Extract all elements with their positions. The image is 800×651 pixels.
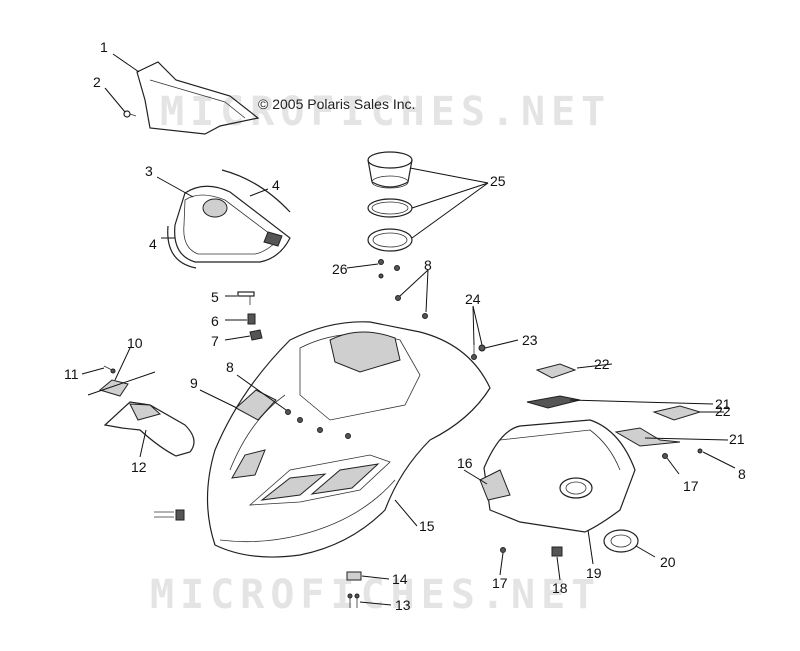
grommet-20-part: [603, 529, 639, 553]
spring-6-part: [247, 313, 256, 325]
callout-7: 7: [211, 333, 219, 349]
callout-19: 19: [586, 565, 602, 581]
bracket-14-part: [346, 571, 362, 581]
screw-8-upper-part: [395, 295, 428, 319]
callout-17-right: 17: [683, 478, 699, 494]
leader-lines: [81, 53, 736, 606]
callout-16: 16: [457, 455, 473, 471]
callout-11: 11: [64, 366, 79, 382]
fastener-5-part: [237, 291, 255, 305]
headlight-trim-lower-part: [167, 225, 197, 269]
callout-24: 24: [465, 291, 481, 307]
callout-23: 23: [522, 332, 538, 348]
callout-14: 14: [392, 571, 408, 587]
callout-13: 13: [395, 597, 411, 613]
clip-7-part: [249, 329, 263, 341]
hardware-lower-left-part: [154, 509, 185, 521]
screw-8-hood-part: [285, 409, 351, 439]
fastener-23-part: [478, 344, 486, 352]
callout-20: 20: [660, 554, 676, 570]
hardware-26a-part: [378, 259, 384, 265]
hardware-26b-part: [394, 265, 400, 271]
callout-15: 15: [419, 518, 435, 534]
side-panel-part: [479, 419, 636, 533]
hood-part: [206, 321, 491, 558]
callout-26: 26: [332, 261, 348, 277]
callout-3: 3: [145, 163, 153, 179]
screw-8-right-part: [697, 448, 703, 454]
vent-9-part: [235, 389, 277, 421]
callout-18: 18: [552, 580, 568, 596]
callout-4-upper: 4: [272, 177, 280, 193]
callout-4-lower: 4: [149, 236, 157, 252]
callout-17-lower: 17: [492, 575, 508, 591]
nut-17-part: [500, 547, 506, 553]
callout-25: 25: [490, 173, 506, 189]
callout-8-upper: 8: [424, 257, 432, 273]
nut-17-right-part: [662, 453, 668, 459]
callout-21-upper: 21: [715, 396, 731, 412]
handle-12-part: [103, 401, 195, 457]
windshield-screw-part: [123, 110, 137, 118]
callout-6: 6: [211, 313, 219, 329]
bracket-21-upper-part: [526, 395, 581, 409]
headlight-trim-upper-part: [221, 169, 291, 213]
callout-8-hood: 8: [226, 359, 234, 375]
reference-line-left: [87, 371, 156, 396]
fastener-24-part: [471, 345, 477, 360]
bracket-21-right-part: [614, 427, 681, 447]
hardware-26c-part: [378, 273, 384, 279]
callout-9: 9: [190, 375, 198, 391]
callout-22-upper: 22: [594, 356, 610, 372]
callout-10: 10: [127, 335, 143, 351]
clip-18-part: [551, 546, 563, 557]
callout-12: 12: [131, 459, 147, 475]
copyright-notice: © 2005 Polaris Sales Inc.: [258, 96, 416, 112]
callout-21-right: 21: [729, 431, 745, 447]
headlight-part: [174, 185, 291, 263]
pad-22-right-part: [652, 405, 702, 421]
callout-22-right: 22: [715, 403, 731, 419]
callout-5: 5: [211, 289, 219, 305]
screw-11-part: [103, 365, 116, 374]
screw-13-part: [347, 593, 360, 608]
callout-1: 1: [100, 39, 108, 55]
watermark-bottom: MICROFICHES.NET: [150, 572, 602, 618]
pad-22-upper-part: [535, 363, 577, 379]
callout-2: 2: [93, 74, 101, 90]
callout-8-right: 8: [738, 466, 746, 482]
windshield-part: [136, 61, 260, 135]
gauge-part: [367, 151, 413, 252]
